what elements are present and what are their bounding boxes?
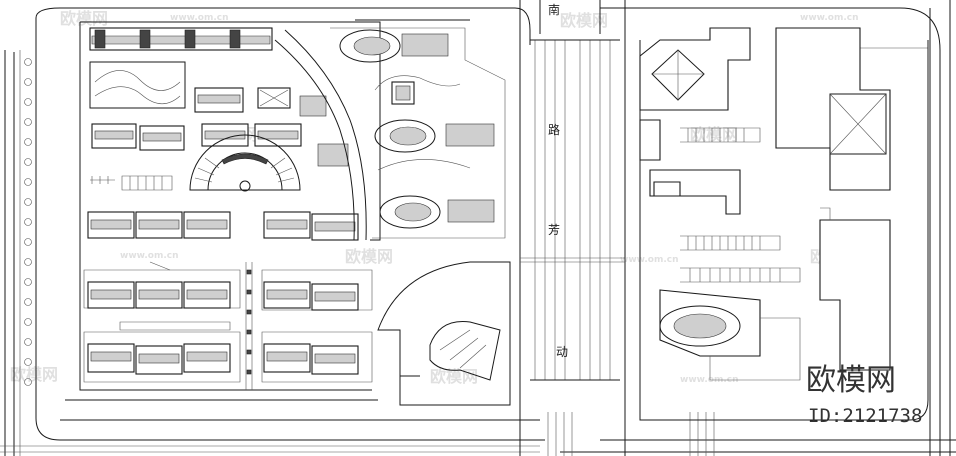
watermark-text: 欧模网	[690, 125, 738, 144]
road-label-char: 南	[548, 2, 560, 17]
watermark-text: 欧模网	[10, 365, 58, 384]
south-arc-building	[377, 261, 511, 406]
road-label-char: 芳	[548, 223, 560, 237]
road-label-char: 动	[556, 345, 568, 359]
central-road	[519, 0, 715, 456]
watermark-url: www.om.cn	[800, 13, 859, 23]
watermark-text: 欧模网	[345, 247, 393, 266]
road-label-char: 路	[548, 122, 560, 137]
watermark-text: 欧模网	[560, 11, 608, 30]
watermark-text: 欧模网	[60, 9, 108, 28]
brand-id: ID:2121738	[808, 405, 922, 427]
east-compound	[274, 19, 506, 241]
west-compound	[60, 21, 540, 421]
watermark-url: www.om.cn	[170, 13, 229, 23]
commercial-block	[639, 27, 929, 421]
watermark-url: www.om.cn	[680, 375, 739, 385]
brand-name: 欧模网	[806, 363, 896, 398]
watermark-url: www.om.cn	[120, 251, 179, 261]
watermark-url: www.om.cn	[620, 255, 679, 265]
tree-row	[24, 58, 32, 386]
